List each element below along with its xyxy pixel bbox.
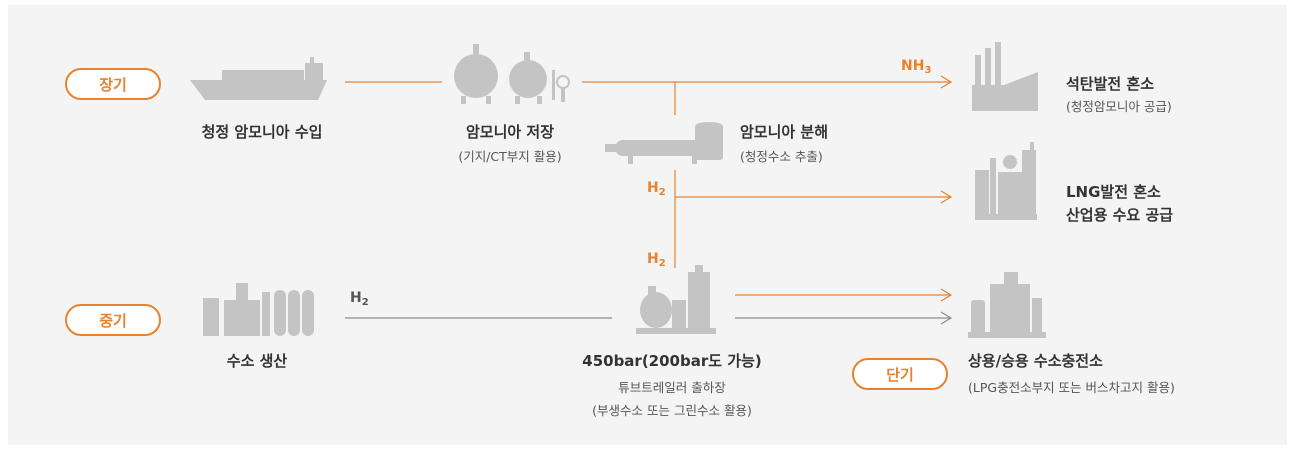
arrow-station-orange bbox=[940, 288, 953, 302]
arrow-lng bbox=[940, 190, 953, 204]
storage-sub: (기지/CT부지 활용) bbox=[458, 149, 562, 164]
diagram-panel bbox=[8, 5, 1287, 445]
ship-icon bbox=[190, 57, 327, 100]
cracker-sub: (청정수소 추출) bbox=[740, 149, 823, 164]
production-title: 수소 생산 bbox=[226, 352, 288, 370]
tube-sub: 튜브트레일러 출하장 bbox=[618, 380, 726, 395]
grey-flow-lines bbox=[345, 311, 953, 325]
station-title: 상용/승용 수소충전소 bbox=[968, 352, 1103, 370]
h2-production-label: H2 bbox=[350, 290, 369, 308]
cracker-icon bbox=[605, 122, 723, 164]
station-sub: (LPG충전소부지 또는 버스차고지 활용) bbox=[968, 380, 1175, 395]
coal-title: 석탄발전 혼소 bbox=[1066, 75, 1155, 93]
flow-lines bbox=[345, 75, 953, 302]
coal-sub: (청정암모니아 공급) bbox=[1066, 99, 1172, 114]
ship-title: 청정 암모니아 수입 bbox=[201, 123, 323, 141]
term-long-pill: 장기 bbox=[65, 68, 161, 100]
lng-plant-icon bbox=[975, 142, 1037, 220]
arrow-station-grey bbox=[940, 311, 953, 325]
term-mid-pill: 중기 bbox=[65, 304, 161, 336]
storage-title: 암모니아 저장 bbox=[465, 123, 555, 141]
coal-plant-icon bbox=[972, 42, 1038, 111]
term-short-pill: 단기 bbox=[852, 358, 948, 390]
charging-station-icon bbox=[968, 272, 1046, 338]
tube-title: 450bar(200bar도 가능) bbox=[582, 352, 762, 370]
cracker-title: 암모니아 분해 bbox=[740, 123, 829, 141]
storage-tank-icon bbox=[454, 44, 570, 104]
lng-title-2: 산업용 수요 공급 bbox=[1066, 206, 1174, 224]
nh3-label: NH3 bbox=[901, 58, 932, 76]
arrow-coal bbox=[940, 75, 953, 89]
lng-title: LNG발전 혼소 bbox=[1066, 183, 1161, 201]
production-facility-icon bbox=[203, 283, 314, 336]
h2-upper-label: H2 bbox=[647, 180, 666, 198]
tube-trailer-icon bbox=[636, 265, 716, 334]
h2-lower-label: H2 bbox=[647, 251, 666, 269]
tube-sub-2: (부생수소 또는 그린수소 활용) bbox=[592, 403, 752, 418]
